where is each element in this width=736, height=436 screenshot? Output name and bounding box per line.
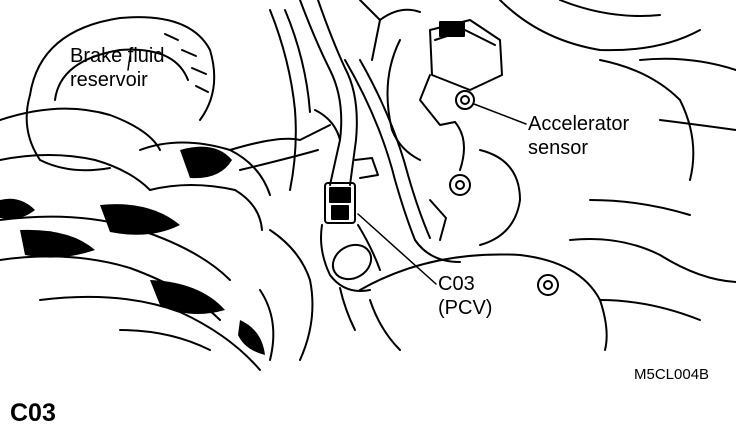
wiring-harness (269, 0, 431, 241)
leader-brake-fluid (127, 55, 131, 71)
section-code: C03 (10, 399, 56, 427)
accelerator-sensor (386, 19, 503, 171)
brake-fluid-reservoir (25, 16, 216, 172)
shadow-masses (0, 146, 265, 355)
callout-c03-line2: (PCV) (438, 297, 493, 319)
figure-code: M5CL004B (634, 366, 710, 383)
callout-accelerator-line2: sensor (528, 137, 589, 159)
leader-lines (127, 55, 527, 285)
callout-brake-fluid-reservoir: Brake fluid reservoir (70, 44, 165, 92)
leader-c03 (357, 213, 437, 285)
c03-pcv-connector (320, 182, 381, 331)
callout-c03-pcv: C03 (PCV) (438, 272, 492, 320)
right-housings (359, 0, 736, 351)
callout-accelerator-line1: Accelerator (528, 113, 630, 135)
callout-c03-line1: C03 (438, 273, 475, 295)
callout-brake-fluid-line2: reservoir (70, 69, 148, 91)
leader-accelerator (473, 103, 527, 125)
callout-brake-fluid-line1: Brake fluid (70, 45, 165, 67)
callout-accelerator-sensor: Accelerator sensor (528, 112, 629, 160)
